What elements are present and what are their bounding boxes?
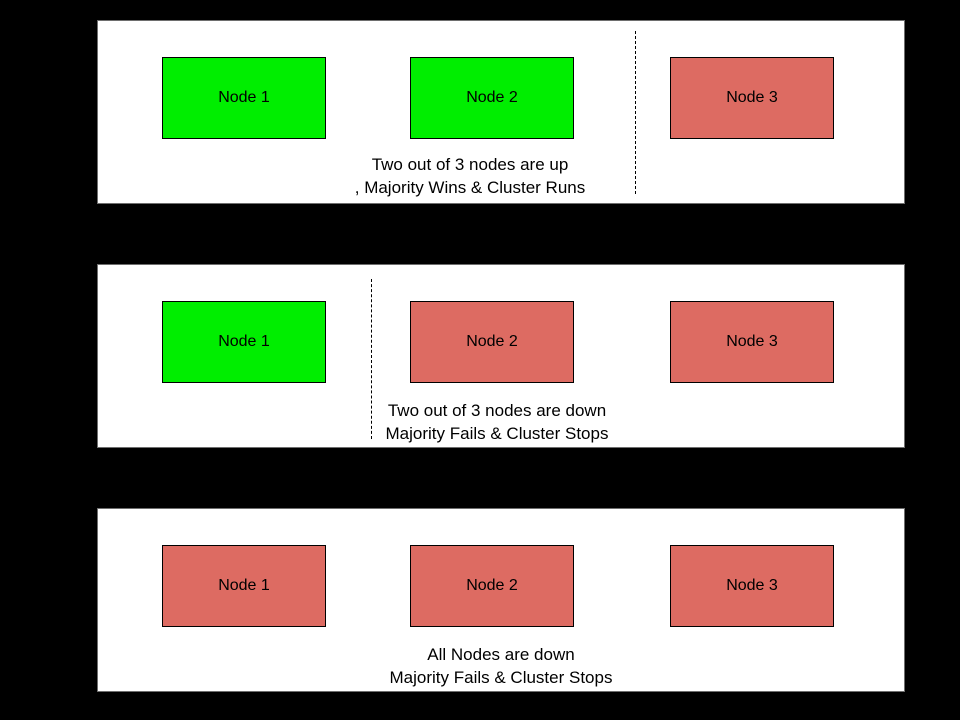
node-1-box: Node 1	[162, 545, 326, 627]
scenario-panel-all-down: Node 1 Node 2 Node 3 All Nodes are down …	[97, 508, 905, 692]
node-3-box: Node 3	[670, 301, 834, 383]
node-3-label: Node 3	[726, 333, 778, 350]
node-3-box: Node 3	[670, 545, 834, 627]
network-partition-dashed-line	[635, 31, 636, 194]
caption-line-2: Majority Fails & Cluster Stops	[385, 424, 609, 443]
node-1-box: Node 1	[162, 57, 326, 139]
node-3-label: Node 3	[726, 89, 778, 106]
scenario-caption: Two out of 3 nodes are down Majority Fai…	[297, 399, 697, 445]
scenario-caption: Two out of 3 nodes are up , Majority Win…	[270, 153, 670, 199]
node-2-box: Node 2	[410, 545, 574, 627]
scenario-panel-two-down: Node 1 Node 2 Node 3 Two out of 3 nodes …	[97, 264, 905, 448]
caption-line-1: Two out of 3 nodes are down	[387, 401, 607, 420]
scenario-panel-two-up: Node 1 Node 2 Node 3 Two out of 3 nodes …	[97, 20, 905, 204]
scenario-caption: All Nodes are down Majority Fails & Clus…	[301, 643, 701, 689]
node-3-label: Node 3	[726, 577, 778, 594]
node-2-label: Node 2	[466, 333, 518, 350]
node-1-label: Node 1	[218, 333, 270, 350]
caption-line-1: Two out of 3 nodes are up	[371, 155, 569, 174]
caption-line-2: Majority Fails & Cluster Stops	[389, 668, 613, 687]
network-partition-dashed-line	[371, 279, 372, 439]
node-2-box: Node 2	[410, 57, 574, 139]
node-3-box: Node 3	[670, 57, 834, 139]
caption-line-2: , Majority Wins & Cluster Runs	[354, 178, 586, 197]
node-2-label: Node 2	[466, 89, 518, 106]
node-2-box: Node 2	[410, 301, 574, 383]
caption-line-1: All Nodes are down	[427, 645, 575, 664]
node-2-label: Node 2	[466, 577, 518, 594]
node-1-label: Node 1	[218, 89, 270, 106]
node-1-label: Node 1	[218, 577, 270, 594]
node-1-box: Node 1	[162, 301, 326, 383]
